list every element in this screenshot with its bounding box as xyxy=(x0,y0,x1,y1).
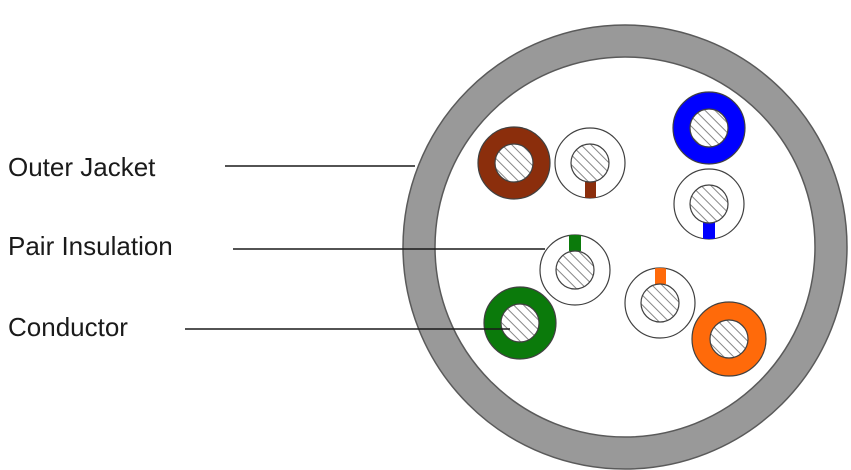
brown-striped-conductor xyxy=(570,143,610,183)
green-striped-conductor xyxy=(555,250,595,290)
orange-pair xyxy=(624,267,767,377)
orange-solid-conductor xyxy=(709,319,749,359)
blue-stripe xyxy=(703,219,715,239)
pair-insulation-label: Pair Insulation xyxy=(8,231,173,261)
brown-stripe xyxy=(585,178,596,198)
brown-pair xyxy=(477,126,626,200)
jacket-inner-space xyxy=(434,56,816,438)
blue-pair xyxy=(672,91,746,240)
outer-jacket-label: Outer Jacket xyxy=(8,152,156,182)
green-solid-conductor xyxy=(500,303,540,343)
green-pair xyxy=(483,234,611,360)
blue-solid-conductor xyxy=(689,108,729,148)
brown-solid-conductor xyxy=(494,143,534,183)
orange-stripe xyxy=(655,268,666,284)
blue-striped-conductor xyxy=(689,184,729,224)
conductor-label: Conductor xyxy=(8,312,128,342)
orange-striped-conductor xyxy=(640,283,680,323)
green-stripe xyxy=(569,235,581,251)
